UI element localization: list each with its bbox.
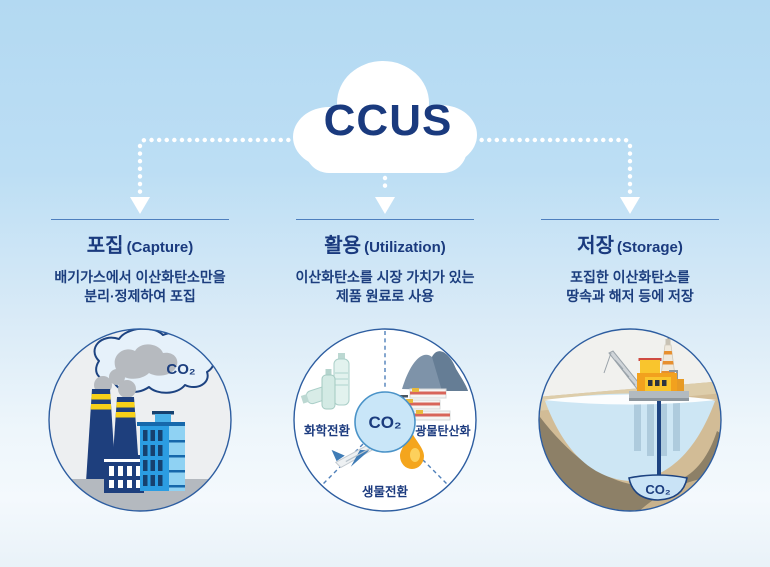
connector-left <box>137 137 299 196</box>
circle-border <box>538 328 722 512</box>
co2-label: CO₂ <box>166 361 195 378</box>
description-line: 배기가스에서 이산화탄소만을 <box>54 269 226 285</box>
description-line: 분리·정제하여 포집 <box>84 288 196 304</box>
heading-korean: 활용 <box>324 235 362 257</box>
smoke-puff <box>114 344 178 379</box>
connector-right <box>471 137 633 196</box>
cloud-icon <box>293 61 477 173</box>
label-mineral-carbonation: 광물탄산화 <box>415 423 470 438</box>
plastic-bottles-icon <box>300 353 350 410</box>
section-heading: 활용(Utilization) <box>275 229 495 259</box>
heading-korean: 저장 <box>577 235 614 257</box>
arrow-down-icon <box>620 197 640 214</box>
arrow-down-icon <box>130 197 150 214</box>
circle-border <box>293 328 477 512</box>
heading-korean: 포집 <box>86 235 124 257</box>
section-divider <box>51 219 229 220</box>
heading-english: (Storage) <box>616 239 683 256</box>
page-title: CCUS <box>323 96 453 145</box>
description-line: 제품 원료로 사용 <box>336 288 434 304</box>
underwater-legs <box>634 403 680 456</box>
label-chemical-conversion: 화학전환 <box>304 423 351 438</box>
factory-buildings <box>104 411 185 493</box>
utilization-illustration: CO₂ 화학전환 광물탄산화 생물전환 <box>293 328 477 512</box>
circle-border <box>48 328 232 512</box>
description-line: 포집한 이산화탄소를 <box>570 269 690 285</box>
heading-english: (Utilization) <box>364 239 446 256</box>
oil-rig-icon <box>603 331 689 401</box>
arrow-down-icon <box>375 197 395 214</box>
section-divider <box>296 219 474 220</box>
section-divider <box>541 219 719 220</box>
biofuel-droplet-icon <box>400 433 424 469</box>
co2-center-badge <box>354 391 416 453</box>
section-heading: 저장(Storage) <box>520 229 740 259</box>
co2-label: CO₂ <box>368 413 401 432</box>
section-heading: 포집(Capture) <box>30 229 250 259</box>
storage-illustration: CO₂ <box>538 328 722 512</box>
injection-pipe <box>657 401 661 481</box>
description-line: 땅속과 해저 등에 저장 <box>566 288 694 304</box>
label-bio-conversion: 생물전환 <box>362 484 409 499</box>
sea <box>545 393 715 481</box>
description-line: 이산화탄소를 시장 가치가 있는 <box>295 269 475 285</box>
capture-illustration: CO₂ <box>48 328 232 512</box>
co2-label: CO₂ <box>645 482 671 497</box>
co2-reservoir: CO₂ <box>628 474 688 501</box>
heading-english: (Capture) <box>126 239 194 256</box>
